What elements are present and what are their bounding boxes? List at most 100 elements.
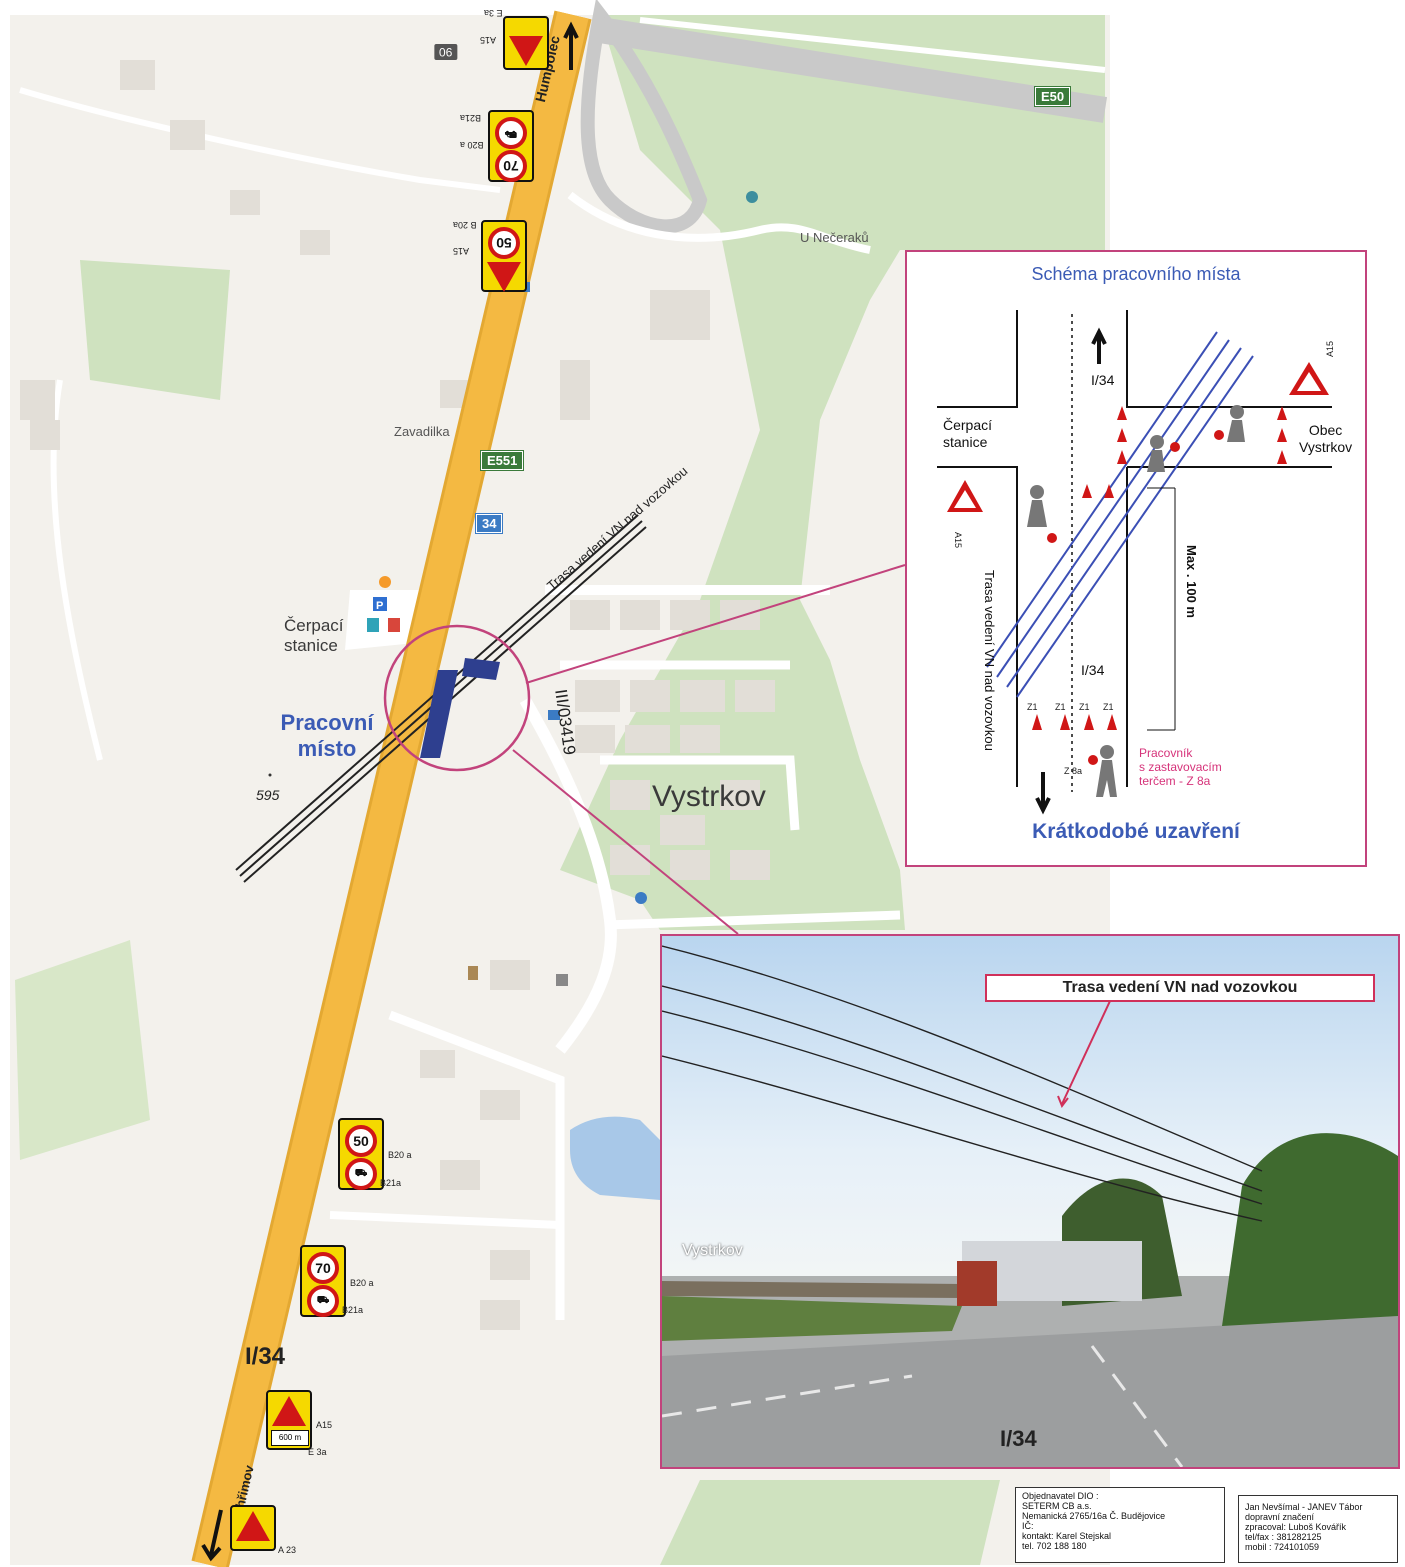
- schema-cone-label: Z1: [1027, 702, 1038, 712]
- photo-village-label: Vystrkov: [682, 1242, 743, 1259]
- road-iii-03419: [519, 696, 617, 1054]
- fuel-icon: [388, 618, 400, 632]
- restaurant-icon: [379, 576, 391, 588]
- village-label: Vystrkov: [652, 780, 766, 813]
- sign-code: B20 a: [388, 1150, 412, 1160]
- pond: [570, 1116, 660, 1200]
- speed-limit-70-icon: 70: [495, 150, 527, 182]
- meadow-area: [80, 260, 230, 400]
- sign-b20a-b21a-south: 50 ⛟: [338, 1118, 384, 1190]
- sign-code: A15: [480, 35, 497, 45]
- village-road: [329, 1211, 561, 1229]
- meadow-area: [660, 1480, 1000, 1565]
- shop-icon: [367, 618, 379, 632]
- callout-line: [512, 749, 739, 935]
- author-info-line: Jan Nevšímal - JANEV Tábor: [1245, 1502, 1363, 1512]
- schema-flagger-label: Z 8a: [1064, 766, 1083, 776]
- road-i34-label: I/34: [245, 1343, 286, 1370]
- motorway-lane: [639, 17, 1106, 73]
- schema-cone-label: Z1: [1079, 702, 1090, 712]
- bus-stop-icon: [548, 710, 560, 720]
- distance-plate: 600 m: [271, 1430, 309, 1446]
- warning-triangle-icon: [236, 1511, 270, 1541]
- schema-road-label-top: I/34: [1091, 372, 1115, 388]
- gas-station-label-line2: stanice: [284, 636, 338, 655]
- sign-a15-e3a-north: [503, 16, 549, 70]
- elevation-dot: [268, 773, 272, 777]
- schema-village-line1: Obec: [1308, 422, 1343, 438]
- client-info-line: Nemanická 2765/16a Č. Budějovice: [1022, 1511, 1166, 1521]
- route-34-shield: 34: [474, 513, 504, 534]
- village-road: [604, 910, 901, 930]
- motorway-d1: [597, 17, 1108, 123]
- callout-line: [525, 564, 906, 684]
- schema-cone-label: Z1: [1103, 702, 1114, 712]
- path: [19, 87, 501, 193]
- schema-sign-a15-code: A15: [1325, 340, 1336, 358]
- post-icon: [556, 974, 568, 986]
- svg-text:P: P: [376, 600, 383, 612]
- church-icon: [635, 892, 647, 904]
- schema-gas-line2: stanice: [943, 434, 988, 450]
- sign-code: A15: [316, 1420, 333, 1430]
- sign-a15-b20a-north: 50: [481, 220, 527, 292]
- schema-drawing: [937, 310, 1332, 815]
- interchange-ramp: [580, 0, 708, 234]
- work-zone-block: [462, 658, 500, 680]
- village-road: [600, 755, 800, 831]
- schema-max-distance: Max . 100 m: [1184, 545, 1199, 618]
- warning-triangle-icon: [272, 1396, 306, 1426]
- author-info-line: zpracoval: Luboš Kovářík: [1245, 1522, 1347, 1532]
- buildings: [20, 60, 775, 1330]
- work-zone-block: [420, 670, 458, 758]
- gas-station-label-line1: Čerpací: [284, 616, 344, 635]
- sign-code: B20 a: [350, 1278, 374, 1288]
- route-e50-shield: E50: [1033, 86, 1072, 107]
- client-info-line: kontakt: Karel Stejskal: [1022, 1531, 1112, 1541]
- client-info-line: IČ:: [1022, 1521, 1034, 1531]
- schema-worker-line3: terčem - Z 8a: [1139, 774, 1211, 788]
- work-zone-label-line2: místo: [297, 736, 357, 761]
- sign-a15-e3a-south: 600 m: [266, 1390, 312, 1450]
- sign-code: B20 a: [460, 140, 484, 150]
- schema-village-line2: Vystrkov: [1299, 439, 1353, 455]
- schema-worker-line1: Pracovník: [1139, 746, 1193, 760]
- schema-road-label-bottom: I/34: [1081, 662, 1105, 678]
- client-info-line: Objednavatel DIO :: [1022, 1491, 1099, 1501]
- author-info-line: tel/fax : 381282125: [1245, 1532, 1322, 1542]
- no-overtaking-icon: ⛟: [345, 1158, 377, 1190]
- no-overtaking-icon: ⛟: [495, 117, 527, 149]
- schema-worker-line2: s zastavovacím: [1139, 760, 1222, 774]
- schema-gas-line1: Čerpací: [943, 417, 993, 433]
- meadow-area: [15, 940, 150, 1160]
- author-info-line: mobil : 724101059: [1245, 1542, 1320, 1552]
- schema-title: Schéma pracovního místa: [1031, 264, 1241, 284]
- client-info-line: SETERM CB a.s.: [1022, 1501, 1092, 1511]
- schema-sign-a15-code: A15: [953, 531, 964, 549]
- local-road: [567, 191, 871, 254]
- sign-b20a-b21a-south-2: 70 ⛟: [300, 1245, 346, 1317]
- elevation-label: 595: [256, 787, 280, 803]
- arrow-south-icon: [201, 1509, 223, 1562]
- photo-road-label: I/34: [1000, 1426, 1037, 1451]
- sign-b20a-b21a-north: ⛟ 70: [488, 110, 534, 182]
- water-icon: [746, 191, 758, 203]
- arrow-north-icon: [563, 21, 579, 70]
- speed-limit-50-icon: 50: [488, 227, 520, 259]
- route-e551-shield: E551: [479, 450, 525, 471]
- sign-code: A 23: [278, 1545, 297, 1555]
- sign-code: B21a: [342, 1305, 364, 1315]
- exit-90-badge: 90: [434, 44, 458, 60]
- author-info-box: Jan Nevšímal - JANEV Tábor dopravní znač…: [1238, 1495, 1398, 1563]
- gas-station-label: Čerpací stanice: [284, 616, 344, 656]
- photo-power-line-label: Trasa vedení VN nad vozovkou: [985, 974, 1375, 1002]
- locality-zavadilka: Zavadilka: [394, 424, 450, 439]
- schema-village: Obec Vystrkov: [1299, 422, 1352, 456]
- parking-icon: [373, 597, 387, 611]
- village-road: [388, 1010, 565, 1320]
- work-zone-label-line1: Pracovní: [280, 710, 374, 735]
- monument-icon: [468, 966, 478, 980]
- schema-power-line-label: Trasa vedení VN nad vozovkou: [982, 570, 997, 751]
- author-info-line: dopravní značení: [1245, 1512, 1315, 1522]
- locality-u-neceraku: U Nečeraků: [800, 230, 869, 245]
